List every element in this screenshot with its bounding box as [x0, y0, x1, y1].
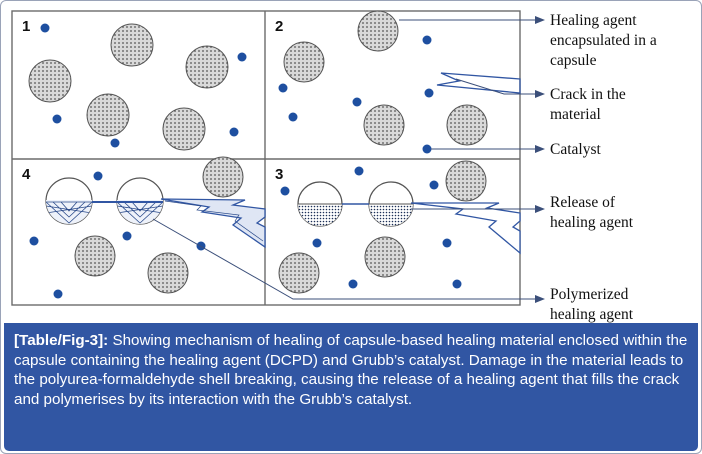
crack-shape	[410, 202, 521, 255]
panel-grid	[11, 10, 521, 306]
label-healing-agent-capsule: Healing agent encapsulated in a capsule	[550, 12, 661, 69]
label-release: Release of healing agent	[550, 194, 634, 231]
leader-arrowheads	[535, 16, 545, 303]
label-polymerized: Polymerized healing agent	[550, 286, 634, 323]
catalyst-dots	[278, 35, 434, 154]
panel-number-4: 4	[22, 166, 31, 183]
capsule	[364, 236, 406, 278]
catalyst-dots	[29, 171, 206, 299]
capsule	[445, 160, 487, 202]
crack-shape	[160, 198, 266, 249]
catalyst-dots	[40, 23, 247, 148]
broken-capsule-release	[297, 181, 343, 227]
panel-3	[278, 160, 521, 294]
capsule	[147, 252, 189, 294]
healing-mechanism-diagram: 1 2 3 4	[11, 10, 661, 323]
broken-capsule-release	[368, 181, 414, 227]
capsule	[446, 104, 488, 146]
label-crack: Crack in the material	[550, 86, 630, 123]
broken-capsule-polymerized	[45, 177, 93, 225]
capsule	[185, 45, 229, 89]
figure-caption: [Table/Fig-3]: Showing mechanism of heal…	[4, 323, 698, 451]
caption-tag: [Table/Fig-3]:	[14, 332, 109, 349]
catalyst-dots	[280, 166, 462, 289]
crack-shape	[436, 72, 521, 94]
panel-1	[28, 23, 247, 151]
capsule	[278, 252, 320, 294]
leader-lines	[152, 19, 535, 300]
caption-text: Showing mechanism of healing of capsule-…	[14, 332, 688, 408]
panel-2	[278, 10, 521, 154]
capsule	[86, 93, 130, 137]
label-catalyst: Catalyst	[550, 141, 601, 158]
capsule	[202, 156, 244, 198]
panel-4	[29, 156, 266, 299]
capsule	[74, 235, 116, 277]
panel-number-1: 1	[22, 18, 30, 35]
capsule	[363, 104, 405, 146]
capsule	[110, 23, 154, 67]
capsule	[357, 10, 399, 52]
capsule	[162, 107, 206, 151]
capsule	[283, 41, 325, 83]
capsule	[28, 59, 72, 103]
panel-number-3: 3	[275, 166, 283, 183]
panel-number-2: 2	[275, 18, 283, 35]
